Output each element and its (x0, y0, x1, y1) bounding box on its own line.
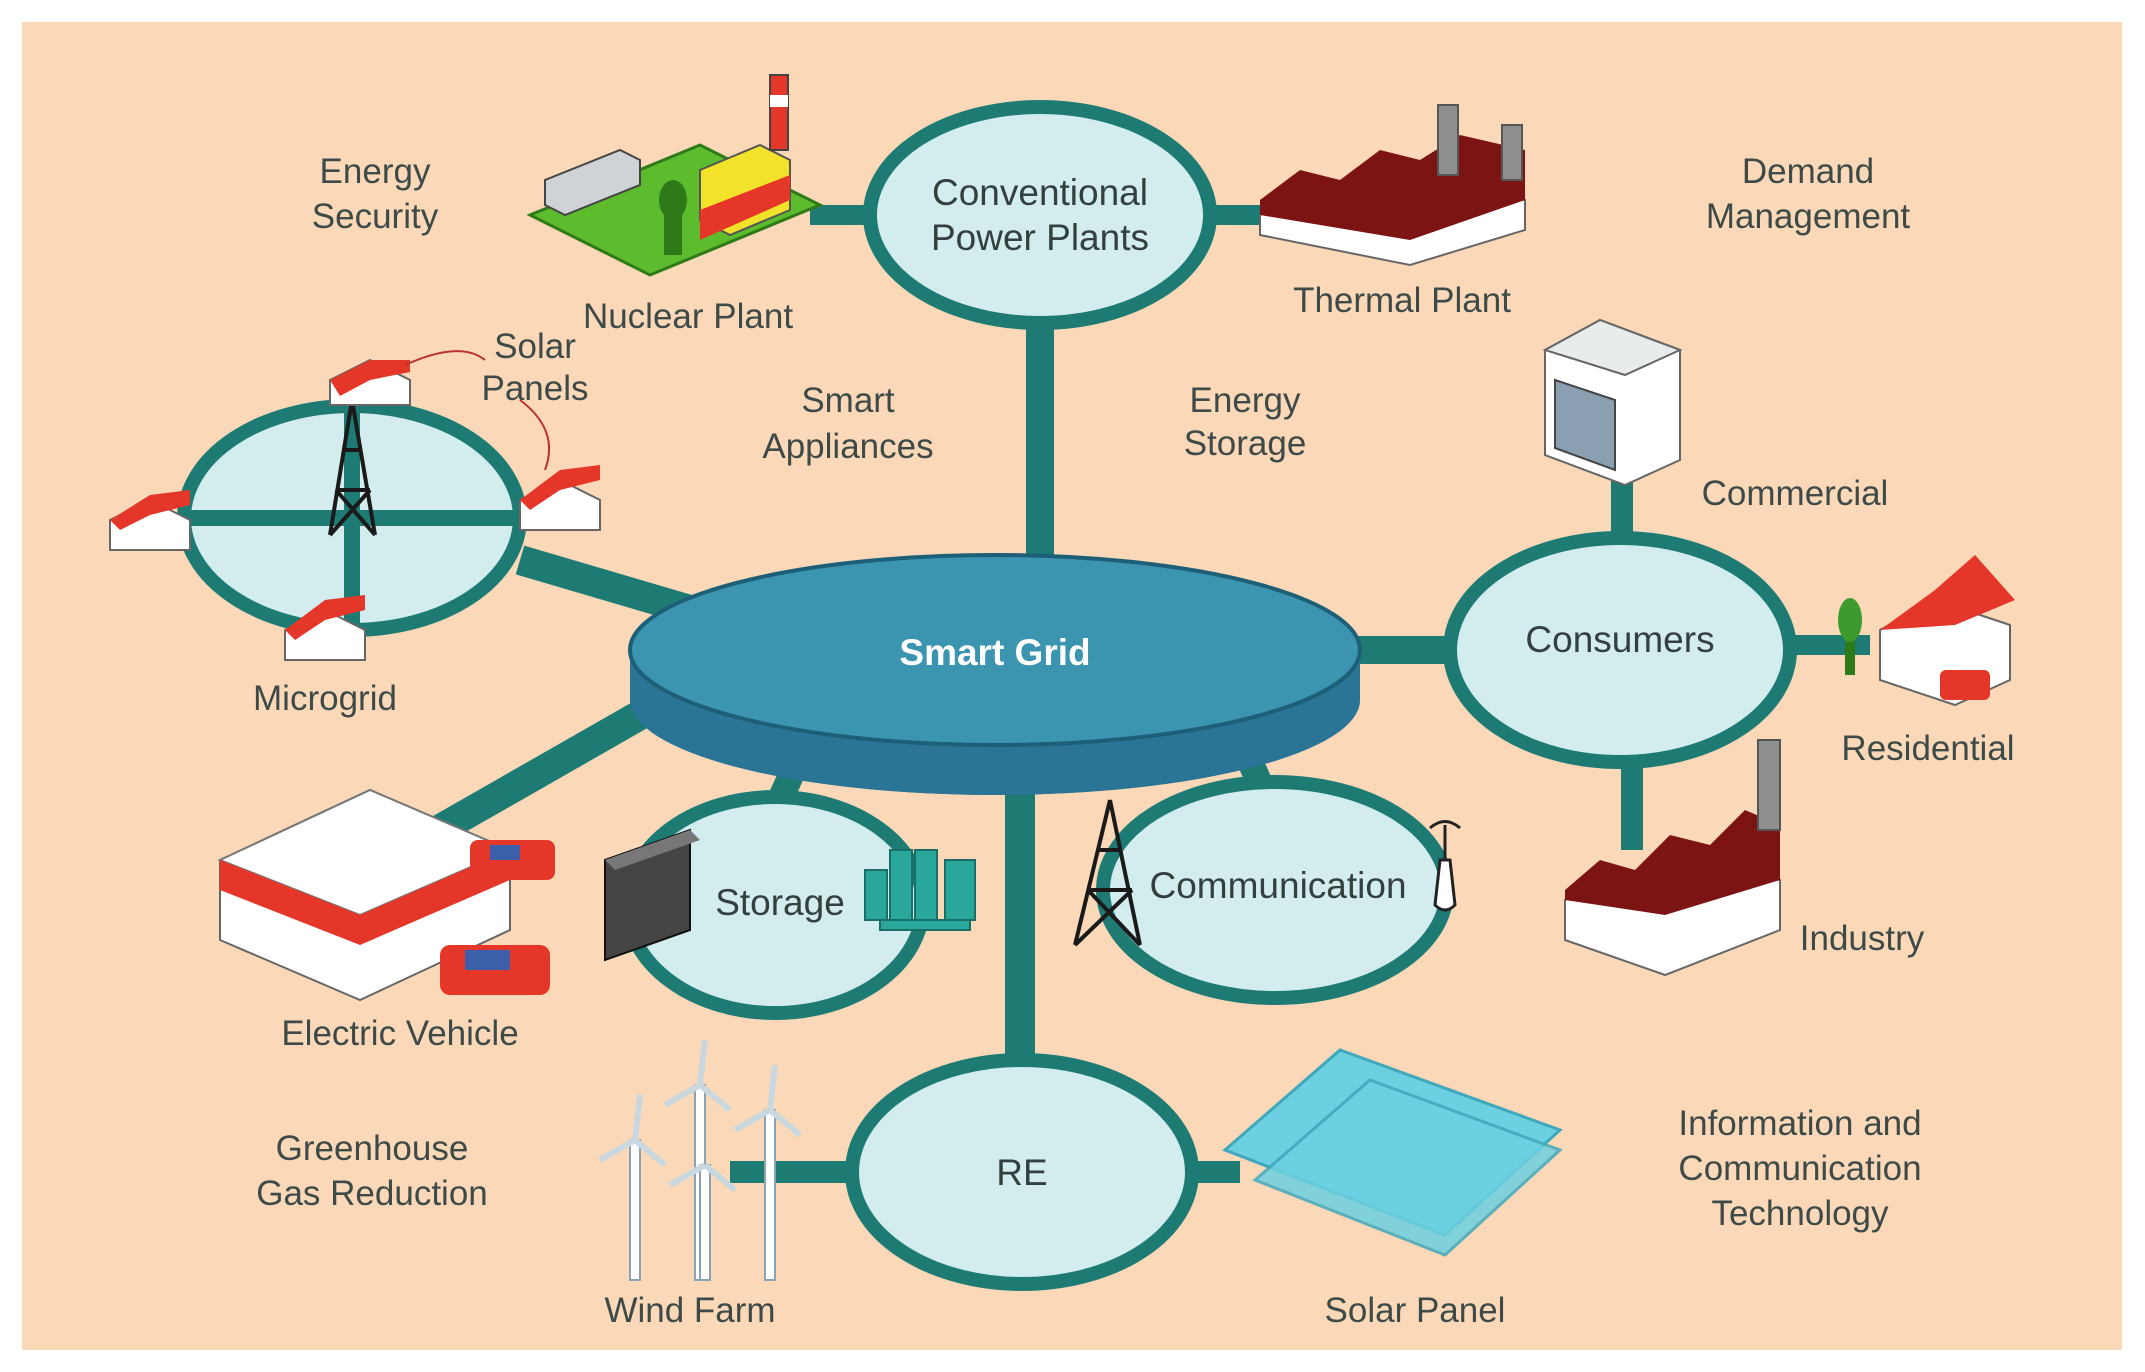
industry-label: Industry (1800, 919, 1925, 958)
electric-vehicle-label: Electric Vehicle (281, 1014, 518, 1053)
wind-turbine-icon (598, 1039, 802, 1281)
conventional-label-line1: Conventional (932, 172, 1148, 213)
demand-management-line2: Management (1706, 197, 1911, 236)
house-icon (109, 490, 191, 551)
thermal-plant-icon (1259, 104, 1526, 267)
solar-panels-label-line2: Panels (481, 369, 588, 408)
house-icon (519, 465, 601, 531)
solar-panels-label-line1: Solar (494, 327, 576, 366)
nuclear-plant-icon (526, 74, 824, 277)
energy-security-line2: Security (312, 197, 439, 236)
ict-line2: Communication (1678, 1149, 1921, 1188)
communication-label: Communication (1149, 865, 1406, 906)
ev-station-icon (217, 788, 555, 1002)
consumers-ellipse (1443, 531, 1797, 769)
energy-storage-line2: Storage (1184, 424, 1307, 463)
conventional-node: Conventional Power Plants (863, 100, 1217, 330)
microgrid-node (109, 350, 601, 661)
link-hub-microgrid (515, 545, 695, 625)
house-icon (284, 595, 366, 661)
office-building-icon (1542, 318, 1683, 487)
conventional-ellipse (863, 100, 1217, 330)
solar-panels-pointer (519, 399, 551, 471)
transmission-tower-icon (328, 399, 377, 537)
battery-icon (604, 828, 700, 962)
hub-top (628, 553, 1362, 747)
greenhouse-line2: Gas Reduction (256, 1174, 488, 1213)
ict-line3: Technology (1711, 1194, 1889, 1233)
consumers-node: Consumers (1443, 531, 1797, 769)
re-ellipse (845, 1053, 1199, 1291)
wind-farm-label: Wind Farm (604, 1291, 775, 1330)
demand-management-line1: Demand (1742, 152, 1874, 191)
battery-icon (864, 849, 976, 931)
antenna-icon (1429, 820, 1461, 912)
smart-grid-hub: Smart Grid (628, 553, 1362, 795)
link-hub-ev (422, 701, 648, 849)
solar-panel-icon (1222, 1048, 1563, 1257)
smart-appliances-line2: Appliances (762, 427, 933, 466)
re-node: RE (845, 1053, 1199, 1291)
solar-panel-label: Solar Panel (1325, 1291, 1506, 1330)
consumers-label: Consumers (1525, 619, 1714, 660)
residential-label: Residential (1841, 729, 2014, 768)
residential-house-icon (1838, 555, 2015, 707)
greenhouse-line1: Greenhouse (276, 1129, 469, 1168)
house-icon (329, 358, 411, 406)
communication-node: Communication (1096, 775, 1454, 1005)
commercial-label: Commercial (1702, 474, 1889, 513)
transmission-tower-icon (1073, 799, 1142, 947)
ict-line1: Information and (1678, 1104, 1921, 1143)
thermal-plant-label: Thermal Plant (1293, 281, 1511, 320)
microgrid-label: Microgrid (253, 679, 397, 718)
conventional-label-line2: Power Plants (931, 217, 1149, 258)
solar-panels-pointer (404, 350, 486, 366)
factory-icon (1564, 739, 1781, 977)
energy-security-line1: Energy (320, 152, 431, 191)
nuclear-plant-label: Nuclear Plant (583, 297, 793, 336)
smart-appliances-line1: Smart (801, 381, 895, 420)
hub-label: Smart Grid (899, 632, 1090, 673)
storage-label: Storage (715, 882, 845, 923)
energy-storage-line1: Energy (1190, 381, 1301, 420)
re-label: RE (996, 1152, 1047, 1193)
